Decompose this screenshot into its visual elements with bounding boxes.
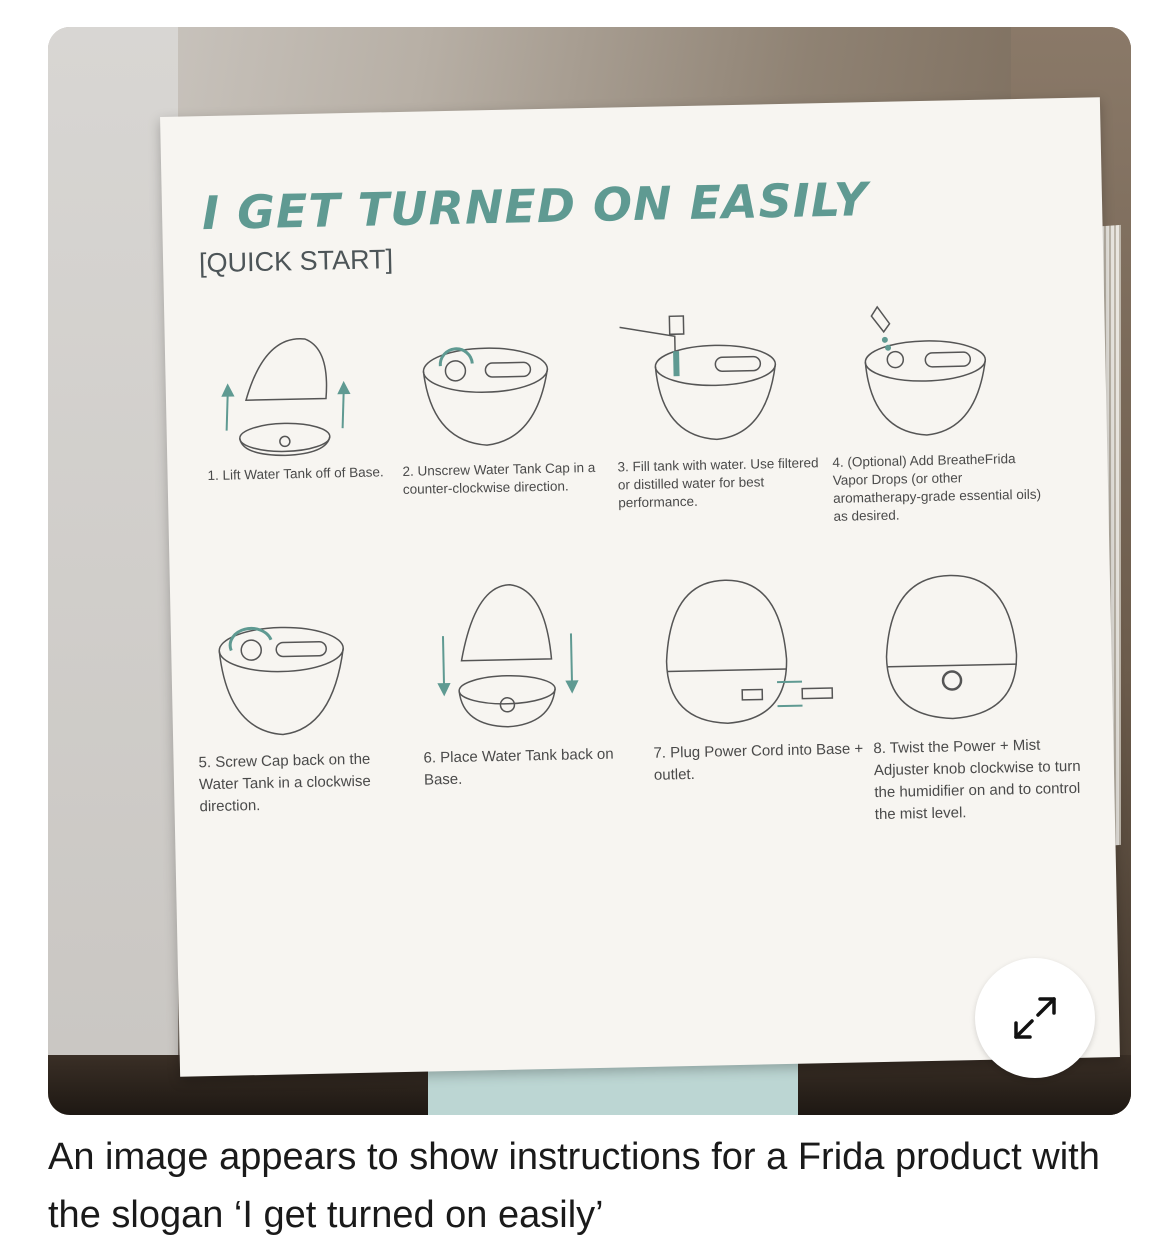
fill-water-illustration	[619, 315, 777, 441]
instruction-photo[interactable]: I GET TURNED ON EASILY [QUICK START] 1. …	[48, 27, 1131, 1115]
step-5-text: 5. Screw Cap back on the Water Tank in a…	[198, 750, 371, 816]
step-7-text: 7. Plug Power Cord into Base + outlet.	[653, 740, 864, 784]
expand-image-button[interactable]	[975, 958, 1095, 1078]
expand-arrows-icon	[1014, 997, 1056, 1039]
twist-knob-illustration	[885, 574, 1018, 720]
step-4: 4. (Optional) Add BreatheFrida Vapor Dro…	[829, 299, 1044, 526]
step-6: 6. Place Water Tank back on Base.	[420, 572, 634, 791]
step-2: 2. Unscrew Water Tank Cap in a counter-c…	[400, 323, 614, 499]
box-flap	[48, 27, 178, 1115]
lift-tank-illustration	[221, 338, 351, 457]
step-1: 1. Lift Water Tank off of Base.	[205, 327, 418, 485]
step-4-text: 4. (Optional) Add BreatheFrida Vapor Dro…	[832, 451, 1042, 524]
step-8-text: 8. Twist the Power + Mist Adjuster knob …	[873, 736, 1081, 824]
plug-cord-illustration	[665, 579, 834, 724]
step-3: 3. Fill tank with water. Use filtered or…	[614, 303, 828, 512]
screw-cap-illustration	[218, 626, 344, 736]
step-8: 8. Twist the Power + Mist Adjuster knob …	[870, 568, 1085, 826]
sheet-title: I GET TURNED ON EASILY	[201, 172, 869, 241]
step-2-text: 2. Unscrew Water Tank Cap in a counter-c…	[402, 459, 596, 497]
step-6-text: 6. Place Water Tank back on Base.	[423, 745, 614, 789]
image-caption: An image appears to show instructions fo…	[48, 1136, 1100, 1236]
sheet-subtitle: [QUICK START]	[198, 244, 394, 279]
add-drops-illustration	[864, 305, 987, 436]
step-3-text: 3. Fill tank with water. Use filtered or…	[617, 455, 819, 511]
step-5: 5. Screw Cap back on the Water Tank in a…	[195, 602, 409, 818]
unscrew-cap-illustration	[422, 347, 549, 446]
quick-start-sheet: I GET TURNED ON EASILY [QUICK START] 1. …	[160, 97, 1120, 1077]
step-1-text: 1. Lift Water Tank off of Base.	[207, 464, 384, 484]
place-tank-illustration	[437, 583, 579, 728]
step-7: 7. Plug Power Cord into Base + outlet.	[650, 572, 864, 786]
